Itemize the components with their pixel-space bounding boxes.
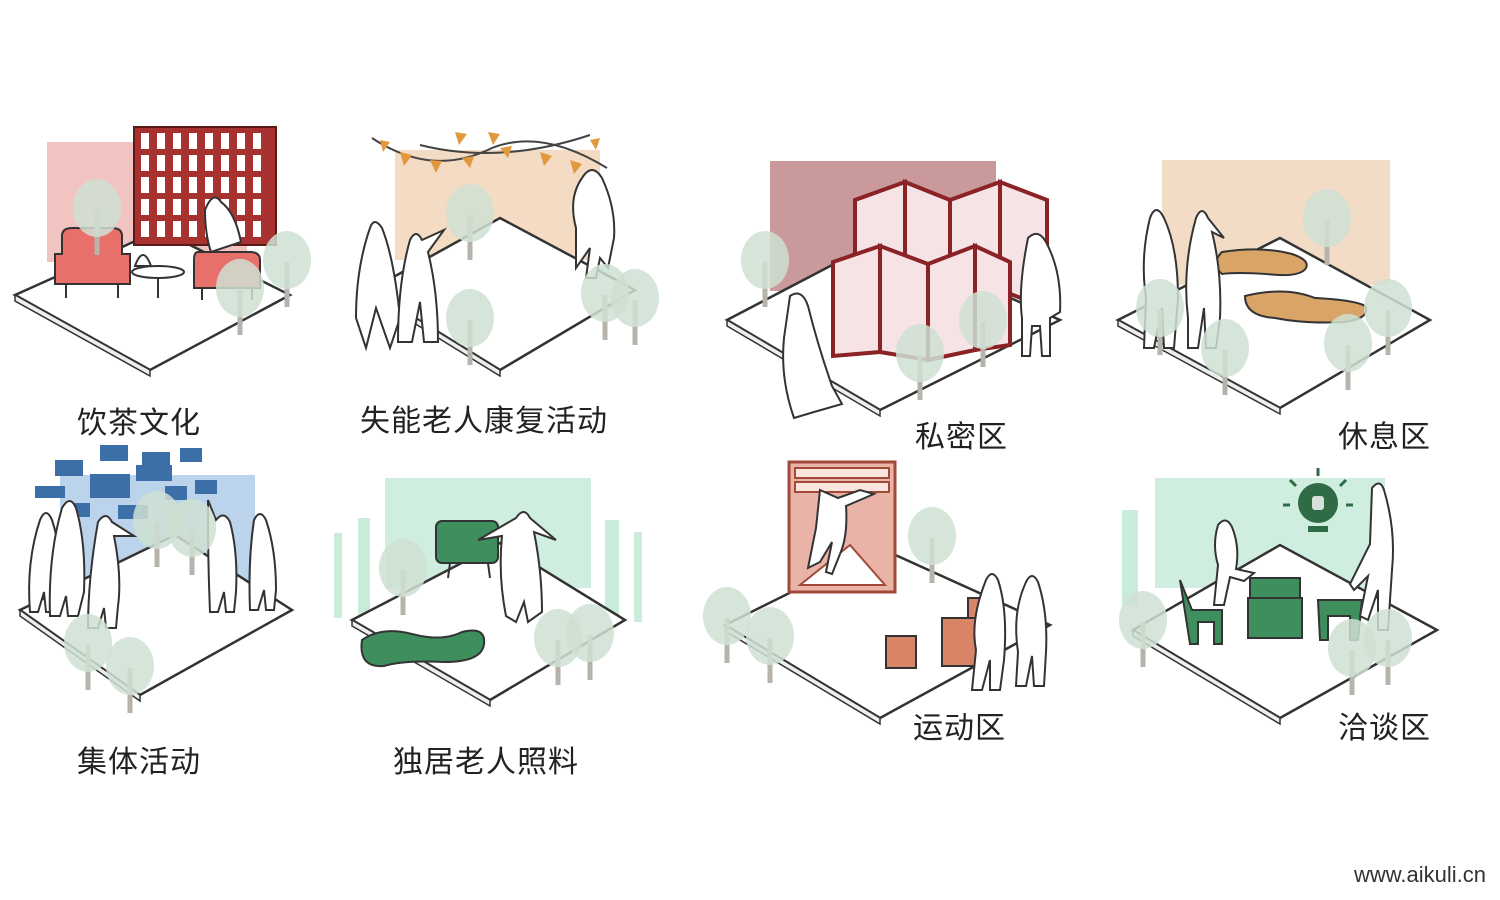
green-board: [435, 520, 499, 579]
green-posts: [334, 518, 642, 622]
armchair-left: [54, 227, 131, 298]
panel-rest-area: [1115, 160, 1433, 416]
person-seated-talk: [1212, 519, 1257, 606]
person-rest-b: [1185, 210, 1225, 349]
person-gesturing: [477, 511, 557, 624]
lightbulb-icon: [1283, 468, 1353, 532]
label-exercise-area: 运动区: [913, 711, 1006, 746]
person-reaching: [572, 169, 616, 279]
crowd: [28, 499, 278, 629]
meeting-table: [1247, 577, 1303, 639]
person-peeking: [1019, 232, 1062, 357]
spectators: [970, 573, 1048, 691]
panel-tea-culture: [12, 126, 311, 378]
label-private-area: 私密区: [915, 420, 1008, 455]
bunting: [371, 132, 608, 174]
person-standing-b: [396, 227, 448, 343]
panel-negotiation-area: [1119, 468, 1440, 726]
label-rehab-activity: 失能老人康复活动: [360, 404, 608, 439]
panel-private-area: [724, 161, 1063, 420]
panel-rehab-activity: [354, 132, 659, 378]
panel-group-activity: [17, 445, 295, 713]
label-negotiation-area: 洽谈区: [1338, 711, 1431, 746]
lounge-bench-lower: [1243, 290, 1367, 324]
person-seated: [203, 196, 243, 254]
green-post: [1122, 510, 1138, 605]
climbing-frame: [787, 460, 897, 594]
label-tea-culture: 饮茶文化: [77, 406, 201, 441]
person-walking-talk: [1348, 482, 1394, 631]
label-rest-area: 休息区: [1338, 420, 1431, 455]
panel-living-alone-care: [334, 478, 642, 708]
watermark-text: www.aikuli.cn: [1353, 862, 1486, 887]
green-bench: [360, 629, 486, 668]
chair-left: [1179, 579, 1223, 645]
label-group-activity: 集体活动: [77, 745, 201, 780]
block-small: [885, 635, 917, 669]
tea-table: [131, 254, 185, 298]
label-living-alone-care: 独居老人照料: [393, 745, 579, 780]
lounge-bench-upper: [1215, 248, 1308, 277]
panel-exercise-area: [703, 460, 1053, 726]
person-hooded: [782, 292, 844, 420]
person-standing-a: [354, 221, 402, 352]
